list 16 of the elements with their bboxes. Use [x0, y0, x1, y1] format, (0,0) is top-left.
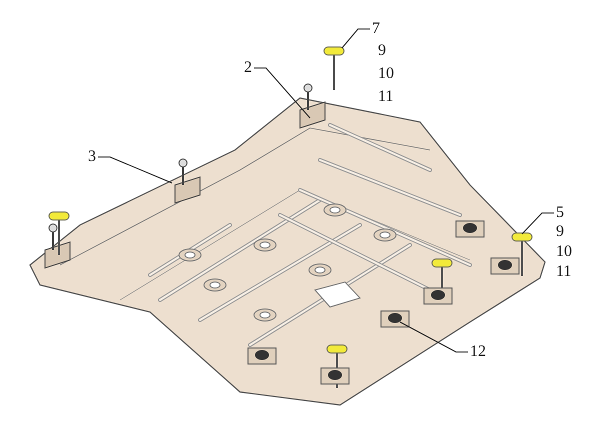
- callout-number: 10: [378, 65, 394, 83]
- callout-number: 2: [244, 59, 252, 77]
- callout-number: 12: [470, 343, 486, 361]
- leader-line: [342, 28, 370, 48]
- callout-number: 11: [556, 263, 572, 281]
- callout-number: 9: [378, 42, 386, 60]
- leader-line: [254, 68, 310, 118]
- callout-number: 5: [556, 204, 564, 222]
- leader-line: [522, 212, 554, 234]
- callout-number: 11: [378, 88, 394, 106]
- callout-number: 9: [556, 223, 564, 241]
- leader-line: [98, 156, 172, 184]
- callout-number: 7: [372, 20, 380, 38]
- callout-number: 10: [556, 243, 572, 261]
- leader-line: [400, 322, 468, 352]
- callout-number: 3: [88, 148, 96, 166]
